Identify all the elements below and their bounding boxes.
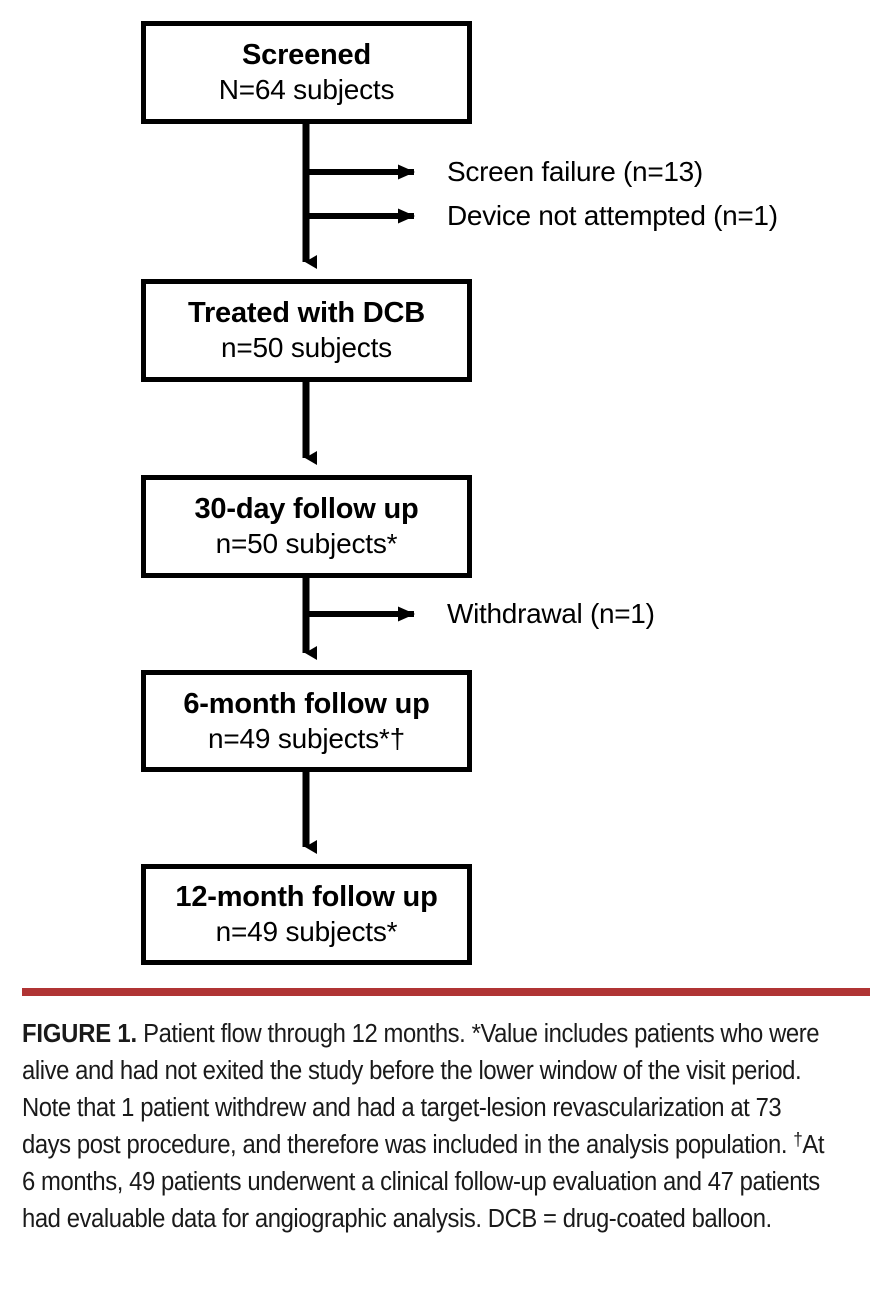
node-6-month-follow-up: 6-month follow up n=49 subjects*† — [141, 670, 472, 772]
figure-caption-text-part-1: Patient flow through 12 months. *Value i… — [22, 1020, 820, 1159]
figure-caption-text-part-2: At 6 months, 49 patients underwent a cli… — [22, 1131, 825, 1233]
node-screened-subtitle: N=64 subjects — [218, 74, 395, 106]
node-30-day-follow-up-subtitle: n=50 subjects* — [215, 528, 398, 560]
node-6-month-follow-up-subtitle: n=49 subjects*† — [207, 722, 406, 754]
node-12-month-follow-up-subtitle: n=49 subjects* — [215, 916, 398, 948]
branch-label-device-not-attempted: Device not attempted (n=1) — [447, 200, 778, 231]
node-treated-with-dcb-title: Treated with DCB — [188, 297, 425, 330]
node-6-month-follow-up-title: 6-month follow up — [183, 687, 430, 720]
branch-label-screen-failure: Screen failure (n=13) — [447, 156, 703, 187]
node-30-day-follow-up: 30-day follow up n=50 subjects* — [141, 475, 472, 578]
branch-label-withdrawal: Withdrawal (n=1) — [447, 598, 655, 629]
flowchart-connectors — [302, 124, 415, 854]
node-treated-with-dcb-subtitle: n=50 subjects — [221, 332, 392, 364]
node-screened: Screened N=64 subjects — [141, 21, 472, 124]
figure-caption-dagger-mark: † — [793, 1128, 803, 1150]
figure-caption-label: FIGURE 1. — [22, 1020, 137, 1048]
figure-flowchart: Screened N=64 subjects Treated with DCB … — [141, 21, 779, 965]
node-treated-with-dcb: Treated with DCB n=50 subjects — [141, 279, 472, 382]
figure-caption: FIGURE 1. Patient flow through 12 months… — [22, 1016, 824, 1238]
node-12-month-follow-up: 12-month follow up n=49 subjects* — [141, 864, 472, 965]
node-screened-title: Screened — [242, 39, 371, 72]
node-12-month-follow-up-title: 12-month follow up — [175, 881, 438, 914]
node-30-day-follow-up-title: 30-day follow up — [194, 493, 419, 526]
divider-rule — [22, 988, 870, 996]
